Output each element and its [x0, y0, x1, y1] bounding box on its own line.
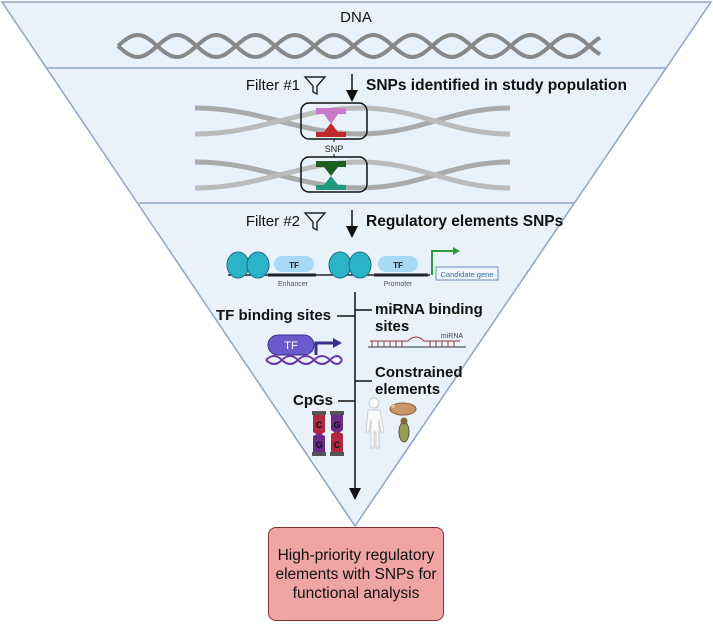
mirna-binding-label-1: miRNA binding: [375, 301, 483, 318]
filter-1-label: Filter #1: [246, 77, 300, 94]
cpgs-label: CpGs: [293, 392, 333, 409]
mirna-label: miRNA: [441, 333, 463, 340]
snp-dna-strands: [194, 102, 511, 193]
cpg-letter: C: [316, 420, 323, 430]
tf-label: TF: [393, 261, 403, 270]
funnel-icon: [303, 76, 327, 96]
filter-2-label: Filter #2: [246, 213, 300, 230]
cpg-letter: G: [333, 420, 340, 430]
cpg-icon: [312, 411, 344, 456]
snp-label: SNP: [325, 144, 344, 154]
tf-binding-sites-label: TF binding sites: [216, 307, 331, 324]
promoter-label: Promoter: [384, 281, 413, 288]
dna-helix-icon: [116, 32, 602, 60]
mirna-binding-label-2: sites: [375, 318, 409, 335]
fly-icon: [398, 417, 410, 443]
constrained-label-2: elements: [375, 381, 440, 398]
candidate-gene-label: Candidate gene: [441, 270, 494, 279]
enhancer-label: Enhancer: [278, 281, 309, 288]
cpg-letter: G: [315, 440, 322, 450]
nucleosome-icon: [226, 251, 270, 279]
mirna-binding-icon: [368, 336, 466, 348]
dna-title: DNA: [340, 9, 372, 26]
nucleosome-icon: [328, 251, 372, 279]
constrained-label-1: Constrained: [375, 364, 463, 381]
filter-2-title: Regulatory elements SNPs: [366, 213, 563, 230]
regulatory-region-illustration: [226, 247, 499, 281]
tf-icon-label: TF: [284, 340, 298, 352]
tf-binding-icon: [265, 334, 343, 365]
output-text: High-priority regulatory elements with S…: [275, 546, 437, 602]
output-box: High-priority regulatory elements with S…: [268, 527, 444, 621]
cpg-letter: C: [334, 440, 341, 450]
tf-label: TF: [289, 261, 299, 270]
funnel-icon: [303, 212, 327, 232]
filter-1-title: SNPs identified in study population: [366, 77, 627, 94]
mouse-icon: [389, 402, 417, 416]
human-icon: [365, 397, 385, 449]
